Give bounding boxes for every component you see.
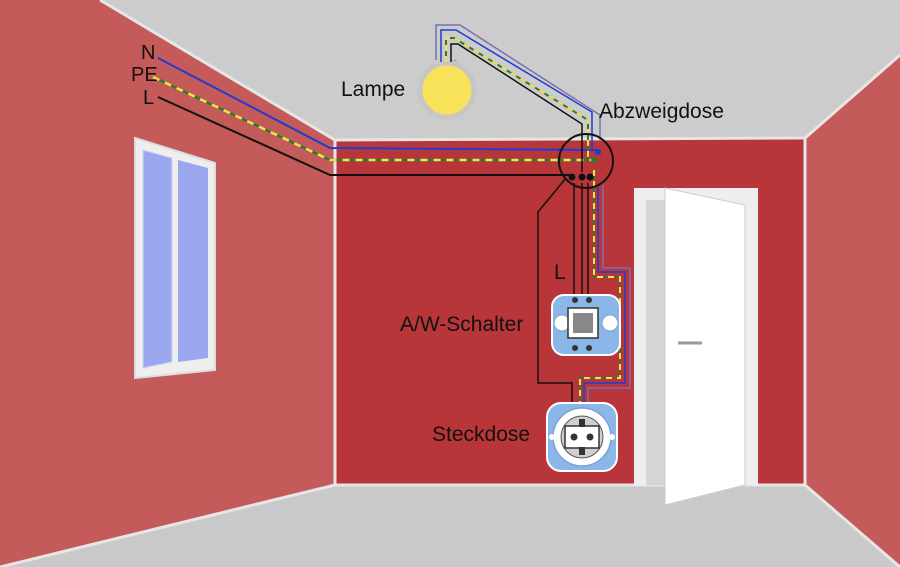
socket-live-wire [537, 177, 573, 405]
window [134, 136, 216, 380]
label-incoming-pe: PE [131, 64, 158, 86]
wire-neutral-in [157, 57, 599, 151]
label-lamp: Lampe [341, 78, 405, 101]
wire-live-in [157, 96, 572, 176]
socket-device [546, 402, 618, 472]
lamp [417, 59, 477, 120]
lamp-bulb [417, 60, 477, 120]
label-switch-leg: L [554, 261, 566, 284]
down-cable-pe-yellow [579, 170, 621, 405]
room-edges-lower [0, 483, 900, 567]
switch-device [551, 294, 621, 356]
lamp-cable-sheath [435, 24, 601, 140]
label-junction-box: Abzweigdose [599, 100, 724, 123]
lamp-cable-blue [440, 29, 593, 150]
floor [0, 485, 900, 567]
lamp-cable-live [450, 43, 583, 172]
door [634, 187, 758, 506]
door-leaf [664, 187, 746, 506]
label-socket: Steckdose [432, 423, 530, 446]
label-switch: A/W-Schalter [400, 313, 523, 336]
right-wall [805, 55, 900, 567]
label-incoming-n: N [141, 42, 155, 64]
wire-pe-in-yellow [152, 75, 592, 162]
junction-box [558, 133, 614, 189]
labels: Lampe Abzweigdose A/W-Schalter Steckdose… [131, 42, 724, 446]
down-cable-sheath [587, 185, 631, 405]
ceiling [100, 0, 900, 140]
down-cable-blue [583, 185, 626, 405]
label-incoming-l: L [143, 87, 154, 109]
